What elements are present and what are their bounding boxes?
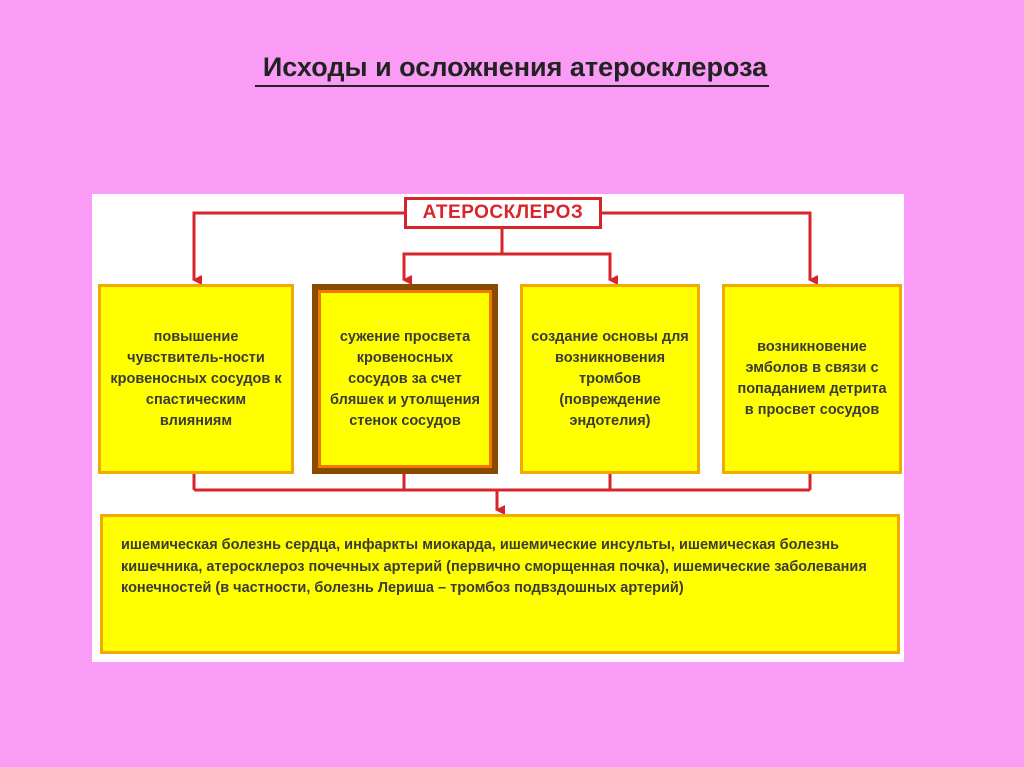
atherosclerosis-diagram: АТЕРОСКЛЕРОЗ повышение чувствитель-ности… (92, 194, 904, 662)
connector-root-inner-right (502, 252, 618, 285)
cause-box-thrombus-basis: создание основы для возникновения тромбо… (520, 284, 700, 474)
cause-box-lumen-narrowing: сужение просвета кровеносных сосудов за … (312, 284, 498, 474)
connector-lines (192, 211, 818, 515)
connector-root-outer-right (602, 211, 818, 285)
slide-title-text: Исходы и осложнения атеросклероза (254, 52, 770, 87)
connector-root-inner (402, 229, 504, 285)
outcome-box: ишемическая болезнь сердца, инфаркты мио… (100, 514, 900, 654)
cause-box-vascular-sensitivity: повышение чувствитель-ности кровеносных … (98, 284, 294, 474)
connector-root-outer-left (192, 211, 404, 285)
cause-box-emboli: возникновение эмболов в связи с попадани… (722, 284, 902, 474)
slide-title: Исходы и осложнения атеросклероза (0, 52, 1024, 87)
root-box-atherosclerosis: АТЕРОСКЛЕРОЗ (404, 197, 602, 229)
